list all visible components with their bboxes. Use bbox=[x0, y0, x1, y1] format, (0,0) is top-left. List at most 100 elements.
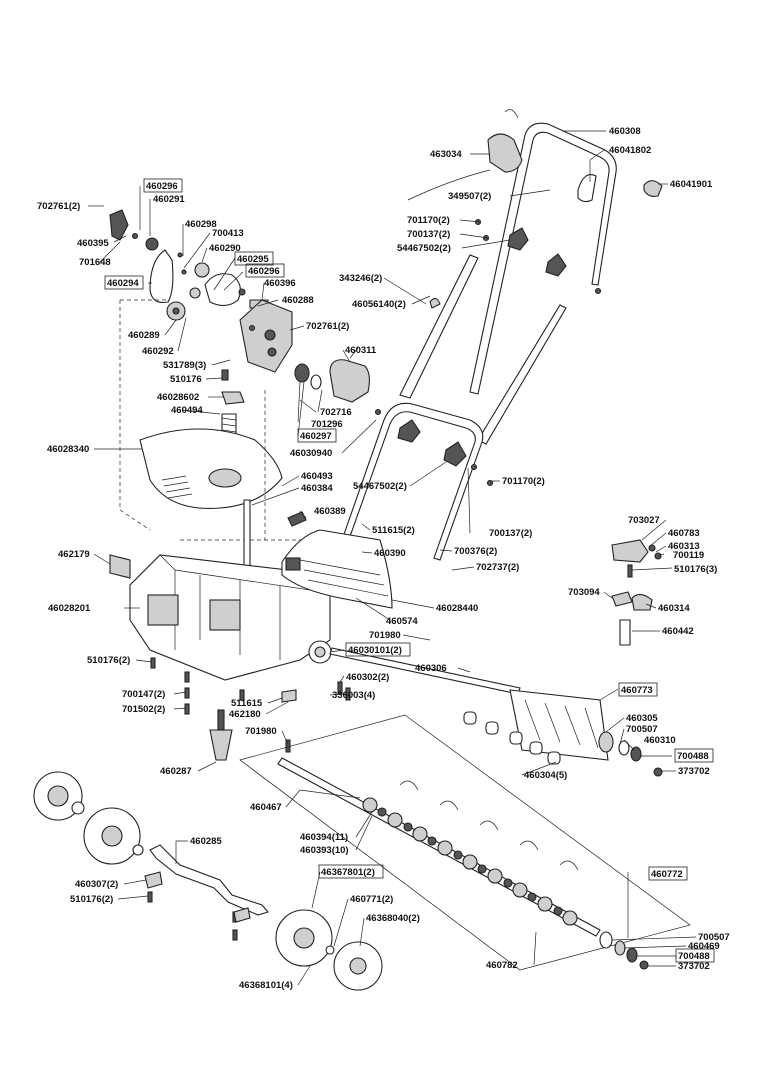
label-460467: 460467 bbox=[250, 802, 282, 813]
label-46056140: 46056140(2) bbox=[352, 299, 406, 310]
label-510176-a: 510176 bbox=[170, 374, 202, 385]
label-460314: 460314 bbox=[658, 603, 690, 614]
drive-belt bbox=[149, 249, 174, 304]
label-46367801: 46367801(2) bbox=[321, 867, 375, 878]
label-373702-b: 373702 bbox=[678, 961, 710, 972]
height-lever bbox=[611, 539, 649, 563]
label-46041901: 46041901 bbox=[670, 179, 713, 190]
label-700507-b: 700507 bbox=[698, 932, 730, 943]
label-700376: 700376(2) bbox=[454, 546, 497, 557]
label-460313: 460313 bbox=[668, 541, 700, 552]
scarifier-roller bbox=[509, 689, 609, 761]
leader-lines bbox=[88, 130, 697, 986]
label-46030101: 46030101(2) bbox=[348, 645, 402, 656]
label-460389: 460389 bbox=[314, 506, 346, 517]
label-460306: 460306 bbox=[415, 663, 447, 674]
part-drawings bbox=[33, 109, 691, 991]
label-460396: 460396 bbox=[264, 278, 296, 289]
label-460307: 460307(2) bbox=[75, 879, 118, 890]
label-460294: 460294 bbox=[107, 278, 139, 289]
label-701170-a: 701170(2) bbox=[407, 215, 450, 226]
lower-frame-handle bbox=[341, 402, 484, 561]
label-460302: 460302(2) bbox=[346, 672, 389, 683]
tine-discs bbox=[362, 797, 578, 926]
label-701170-b: 701170(2) bbox=[502, 476, 545, 487]
label-700488-a: 700488 bbox=[677, 751, 709, 762]
label-460290: 460290 bbox=[209, 243, 241, 254]
part-labels: 460308 463034 46041802 46041901 349507(2… bbox=[37, 126, 730, 991]
label-460288: 460288 bbox=[282, 295, 314, 306]
label-700137-a: 700137(2) bbox=[407, 229, 450, 240]
label-460295: 460295 bbox=[237, 254, 269, 265]
label-460304: 460304(5) bbox=[524, 770, 567, 781]
label-46028201: 46028201 bbox=[48, 603, 91, 614]
label-510176-d: 510176(2) bbox=[70, 894, 113, 905]
label-460296-a: 460296 bbox=[146, 181, 178, 192]
label-336003: 336003(4) bbox=[332, 690, 375, 701]
label-460783: 460783 bbox=[668, 528, 700, 539]
label-703027: 703027 bbox=[628, 515, 660, 526]
label-462179: 462179 bbox=[58, 549, 90, 560]
label-462180: 462180 bbox=[229, 709, 261, 720]
label-702761-a: 702761(2) bbox=[37, 201, 80, 212]
label-54467502-a: 54467502(2) bbox=[397, 243, 451, 254]
label-460298: 460298 bbox=[185, 219, 217, 230]
label-349507: 349507(2) bbox=[448, 191, 491, 202]
label-46368101: 46368101(4) bbox=[239, 980, 293, 991]
label-54467502-b: 54467502(2) bbox=[353, 481, 407, 492]
label-46028602: 46028602 bbox=[157, 392, 199, 403]
label-460773: 460773 bbox=[621, 685, 653, 696]
label-531789: 531789(3) bbox=[163, 360, 206, 371]
label-460305: 460305 bbox=[626, 713, 658, 724]
label-463034: 463034 bbox=[430, 149, 462, 160]
label-700488-b: 700488 bbox=[678, 951, 710, 962]
label-460493: 460493 bbox=[301, 471, 333, 482]
label-373702-a: 373702 bbox=[678, 766, 710, 777]
label-460291: 460291 bbox=[153, 194, 185, 205]
rear-flap bbox=[281, 529, 393, 609]
label-46368040: 46368040(2) bbox=[366, 913, 420, 924]
label-702737: 702737(2) bbox=[476, 562, 519, 573]
label-511615-a: 511615(2) bbox=[372, 525, 415, 536]
label-460296-b: 460296 bbox=[248, 266, 280, 277]
label-460308: 460308 bbox=[609, 126, 641, 137]
lower-handle-left bbox=[399, 254, 479, 399]
label-460574: 460574 bbox=[386, 616, 418, 627]
label-343246: 343246(2) bbox=[339, 273, 382, 284]
label-510176-c: 510176(2) bbox=[87, 655, 130, 666]
label-700137-b: 700137(2) bbox=[489, 528, 532, 539]
upper-handle bbox=[469, 122, 617, 395]
lower-handle-right bbox=[477, 304, 567, 445]
label-701648: 701648 bbox=[79, 257, 111, 268]
label-460310: 460310 bbox=[644, 735, 676, 746]
label-460289: 460289 bbox=[128, 330, 160, 341]
label-460394: 460394(11) bbox=[300, 832, 348, 843]
motor bbox=[329, 359, 371, 403]
label-511615-b: 511615 bbox=[231, 698, 263, 709]
height-adjuster bbox=[209, 729, 233, 761]
switch-box bbox=[487, 133, 523, 173]
label-701980-b: 701980 bbox=[245, 726, 277, 737]
label-460390: 460390 bbox=[374, 548, 406, 559]
label-702716: 702716 bbox=[320, 407, 352, 418]
label-460297: 460297 bbox=[300, 431, 332, 442]
label-700413: 700413 bbox=[212, 228, 244, 239]
label-701502: 701502(2) bbox=[122, 704, 165, 715]
top-cover bbox=[139, 428, 283, 509]
label-700147: 700147(2) bbox=[122, 689, 165, 700]
label-700507-a: 700507 bbox=[626, 724, 658, 735]
label-460287: 460287 bbox=[160, 766, 192, 777]
label-701980-a: 701980 bbox=[369, 630, 401, 641]
label-boxes bbox=[104, 178, 715, 963]
aerator-roller-box bbox=[239, 714, 691, 971]
label-46028340: 46028340 bbox=[47, 444, 89, 455]
label-460442: 460442 bbox=[662, 626, 694, 637]
label-460311: 460311 bbox=[345, 345, 377, 356]
label-460771: 460771(2) bbox=[350, 894, 393, 905]
label-460285: 460285 bbox=[190, 836, 222, 847]
label-460469: 460469 bbox=[688, 941, 720, 952]
label-460292: 460292 bbox=[142, 346, 174, 357]
label-46041802: 46041802 bbox=[609, 145, 651, 156]
label-460782: 460782 bbox=[486, 960, 518, 971]
